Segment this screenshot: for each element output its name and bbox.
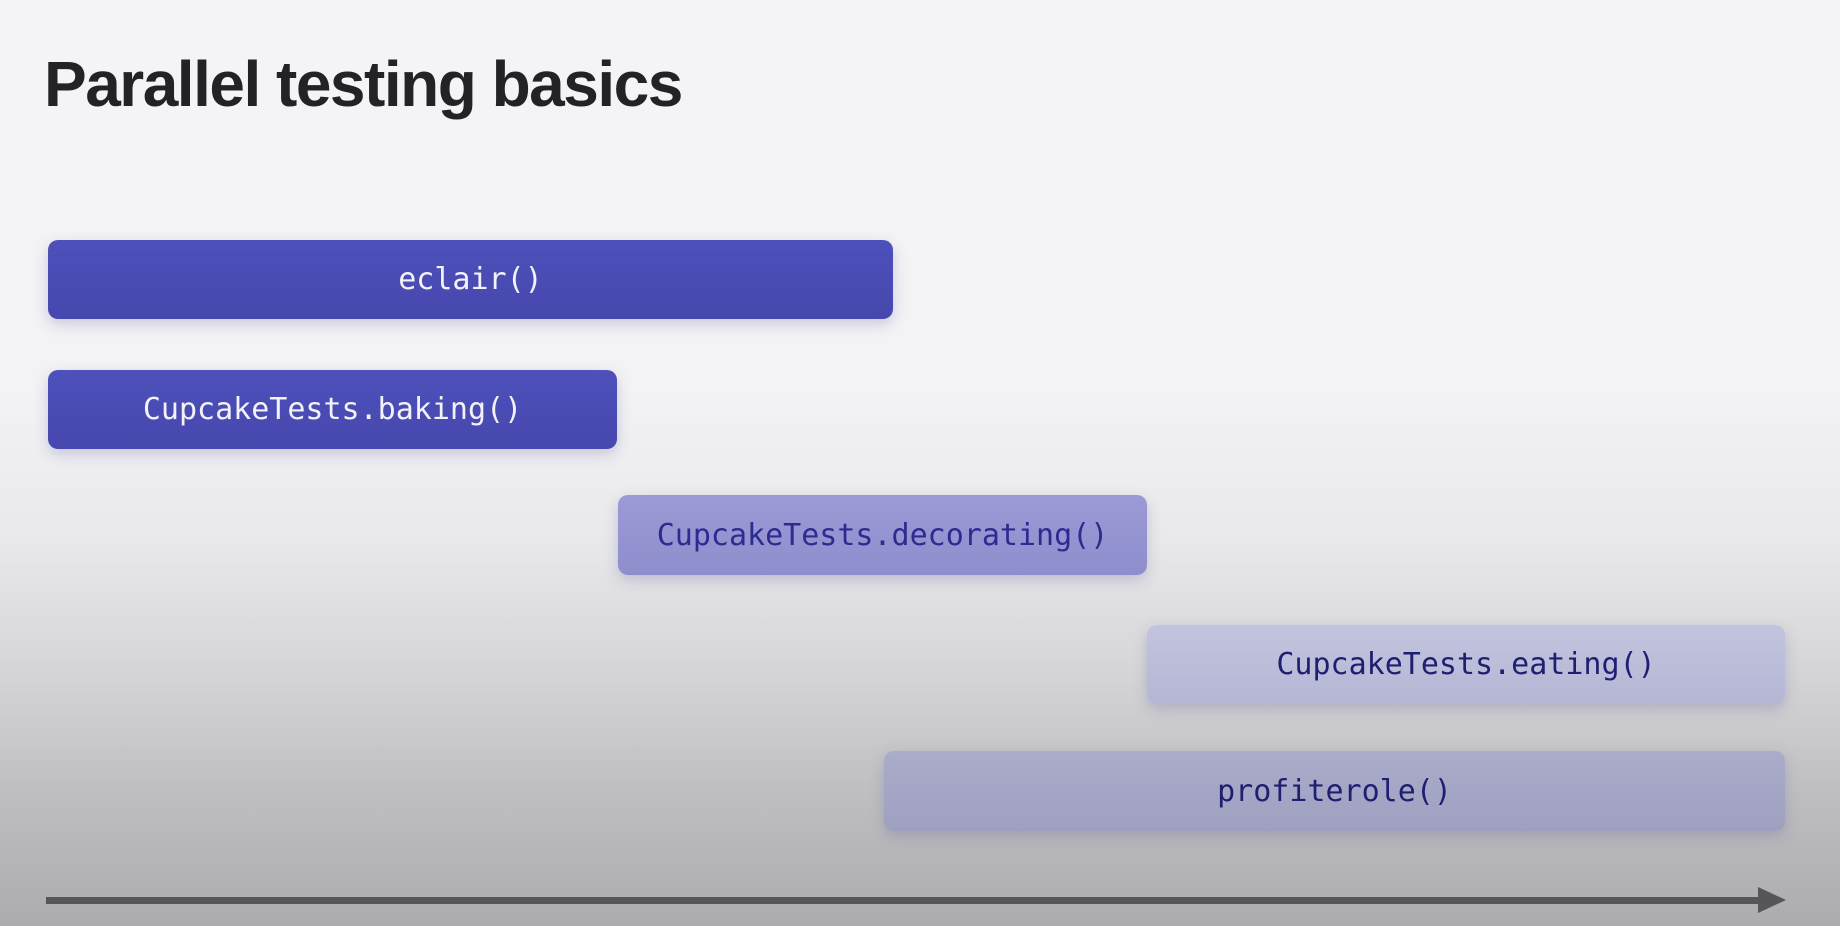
timeline-bar-profiterole: profiterole() <box>884 751 1785 831</box>
bar-label: eclair() <box>398 262 543 297</box>
bar-label: CupcakeTests.baking() <box>142 392 523 427</box>
timeline-axis-arrow <box>46 887 1786 913</box>
bar-label: CupcakeTests.eating() <box>1276 647 1656 682</box>
axis-line <box>46 897 1762 904</box>
timeline-bar-cupcaketests-baking: CupcakeTests.baking() <box>48 370 617 449</box>
timeline-bar-eclair: eclair() <box>48 240 893 319</box>
timeline-bar-cupcaketests-decorating: CupcakeTests.decorating() <box>618 495 1147 575</box>
page-title: Parallel testing basics <box>44 47 683 120</box>
bar-label: CupcakeTests.decorating() <box>656 517 1109 553</box>
right-arrowhead-icon <box>1758 887 1786 913</box>
bar-label: profiterole() <box>1217 773 1452 809</box>
timeline-bar-cupcaketests-eating: CupcakeTests.eating() <box>1147 625 1785 704</box>
